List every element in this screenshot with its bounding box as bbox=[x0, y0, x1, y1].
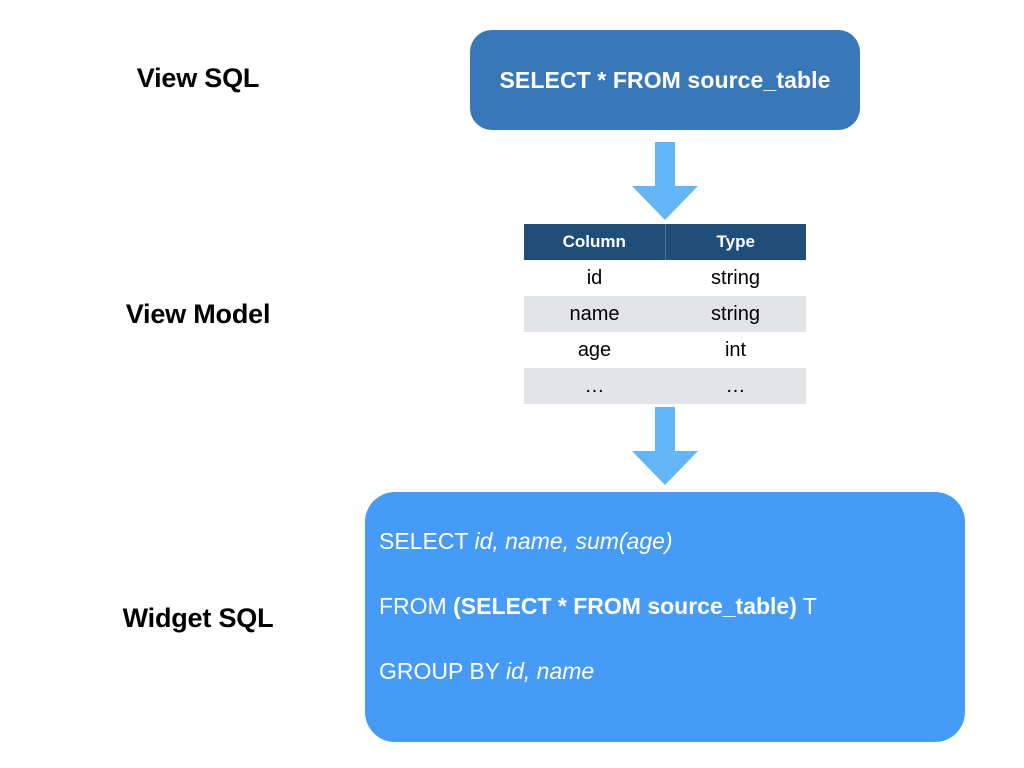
arrow-down-icon bbox=[632, 407, 698, 485]
table-row: … … bbox=[524, 368, 806, 404]
table-row: age int bbox=[524, 332, 806, 368]
view-sql-box: SELECT * FROM source_table bbox=[470, 30, 860, 130]
sql-subquery-alias: T bbox=[796, 593, 817, 619]
sql-keyword-from: FROM bbox=[379, 593, 454, 619]
arrow-down-icon-view-sql-to-view-model bbox=[632, 142, 698, 220]
sql-keyword-group-by: GROUP BY bbox=[379, 658, 506, 684]
sql-subquery: (SELECT * FROM source_table) bbox=[453, 593, 797, 619]
table-cell-type: string bbox=[665, 296, 806, 332]
widget-sql-select-line: SELECT id, name, sum(age) bbox=[379, 530, 945, 553]
stage-label-view-sql: View SQL bbox=[136, 63, 260, 93]
table-cell-column: id bbox=[524, 260, 665, 296]
table-cell-column: … bbox=[524, 368, 665, 404]
widget-sql-box: SELECT id, name, sum(age) FROM (SELECT *… bbox=[365, 492, 965, 742]
arrow-down-icon bbox=[632, 142, 698, 220]
table-head: Column Type bbox=[524, 224, 806, 260]
table-header-type: Type bbox=[665, 224, 806, 260]
arrow-down-icon-view-model-to-widget-sql bbox=[632, 407, 698, 485]
widget-sql-from-line: FROM (SELECT * FROM source_table) T bbox=[379, 595, 945, 618]
table-cell-column: name bbox=[524, 296, 665, 332]
table-row: id string bbox=[524, 260, 806, 296]
table-header-row: Column Type bbox=[524, 224, 806, 260]
table-cell-type: int bbox=[665, 332, 806, 368]
table-cell-type: string bbox=[665, 260, 806, 296]
table-row: name string bbox=[524, 296, 806, 332]
view-model-schema-table: Column Type id string name string age in… bbox=[524, 224, 806, 404]
table-body: id string name string age int … … bbox=[524, 260, 806, 404]
sql-select-columns: id, name, sum(age) bbox=[474, 528, 673, 554]
stage-label-view-model: View Model bbox=[125, 299, 271, 329]
table-cell-type: … bbox=[665, 368, 806, 404]
table-header-column: Column bbox=[524, 224, 666, 260]
sql-keyword-select: SELECT bbox=[379, 528, 475, 554]
view-sql-query-text: SELECT * FROM source_table bbox=[499, 66, 831, 93]
stage-label-widget-sql: Widget SQL bbox=[122, 603, 274, 633]
widget-sql-group-by-line: GROUP BY id, name bbox=[379, 660, 945, 683]
sql-group-by-columns: id, name bbox=[505, 658, 595, 684]
table-cell-column: age bbox=[524, 332, 665, 368]
widget-sql-query-block: SELECT id, name, sum(age) FROM (SELECT *… bbox=[379, 530, 945, 683]
